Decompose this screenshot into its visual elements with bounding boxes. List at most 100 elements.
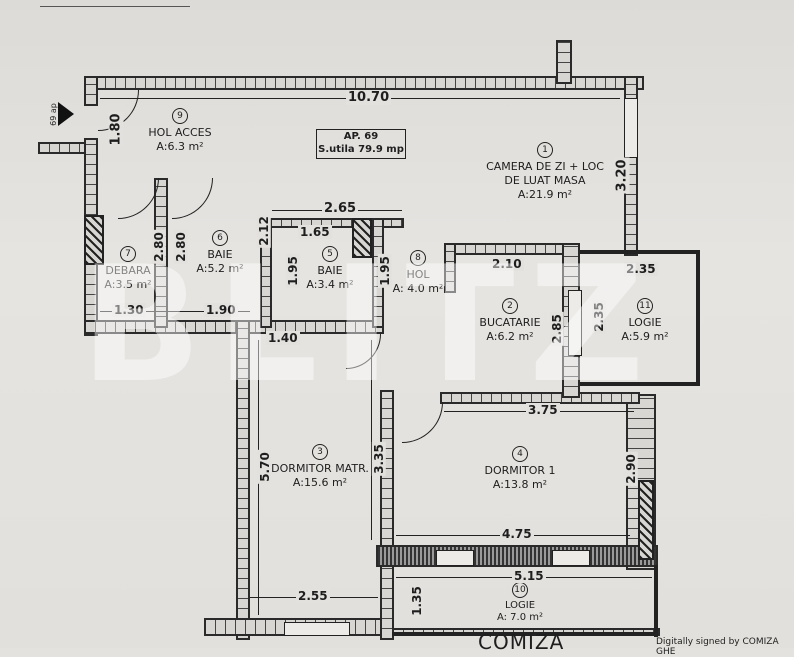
dim-dormitor1-bottom: 4.75: [500, 527, 534, 541]
door-baie5-swing: [346, 334, 381, 369]
apartment-info-box: AP. 69 S.utila 79.9 mp: [316, 129, 406, 159]
room-name-2: DE LUAT MASA: [504, 174, 586, 187]
dim-baie6-side: 2.12: [256, 214, 271, 248]
room-number: 1: [537, 142, 553, 158]
window-kitchen: [568, 290, 582, 356]
top-edge-line: [40, 0, 190, 7]
room-area: A:13.8 m²: [492, 478, 548, 491]
room-area: A:3.4 m²: [306, 278, 354, 291]
dim-logie10-width: 5.15: [512, 569, 546, 583]
room-baie-6: 6 BAIE A:5.2 m²: [190, 230, 250, 276]
logie10-bottom: [392, 632, 658, 636]
dim-living-height: 3.20: [614, 157, 630, 194]
room-kitchen: 2 BUCATARIE A:6.2 m²: [470, 298, 550, 344]
room-number: 2: [502, 298, 518, 314]
wall-dormitor-matr-left: [236, 320, 250, 640]
dim-dormitor-matr-height: 5.70: [257, 450, 272, 484]
dim-debara-height: 2.80: [151, 230, 166, 264]
room-name: CAMERA DE ZI + LOC: [486, 160, 604, 173]
room-hol: 8 HOL A: 4.0 m²: [390, 250, 446, 296]
dim-baie6-height: 2.80: [173, 230, 188, 264]
room-name: HOL: [406, 268, 430, 281]
room-logie-10: 10 LOGIE A: 7.0 m²: [490, 582, 550, 624]
logie11-bottom: [580, 382, 700, 386]
room-dormitor-matr: 3 DORMITOR MATR. A:15.6 m²: [265, 444, 375, 490]
dim-logie10-height: 1.35: [409, 584, 424, 618]
entrance-arrow-icon: [58, 102, 74, 126]
room-area: A:5.2 m²: [196, 262, 244, 275]
column-left: [84, 215, 104, 265]
room-name: BAIE: [317, 264, 343, 277]
room-name: DORMITOR MATR.: [271, 462, 369, 475]
dim-logie11-width: 2.35: [624, 262, 658, 276]
window-living: [624, 98, 638, 158]
digital-signature: Digitally signed by COMIZA GHE: [656, 637, 779, 657]
wall-kitchen-top: [444, 243, 574, 255]
room-living: 1 CAMERA DE ZI + LOC DE LUAT MASA A:21.9…: [470, 142, 620, 202]
room-number: 6: [212, 230, 228, 246]
room-name: BAIE: [207, 248, 233, 261]
door-baie6-swing: [172, 178, 213, 219]
window-dormitor1-right: [552, 550, 590, 566]
room-area: A:5.9 m²: [621, 330, 669, 343]
wall-left-upper: [84, 76, 98, 106]
room-area: A:21.9 m²: [517, 188, 573, 201]
apartment-title: AP. 69: [343, 131, 379, 142]
column-dormitor: [638, 480, 654, 560]
dim-dormitor-matr-bottom: 2.55: [296, 589, 330, 603]
room-name: BUCATARIE: [479, 316, 541, 329]
room-name: DEBARA: [105, 264, 151, 277]
wall-entrance-stub: [38, 142, 90, 154]
room-number: 10: [512, 582, 528, 598]
window-dormitor1-left: [436, 550, 474, 566]
room-number: 11: [637, 298, 653, 314]
door-debara-swing: [118, 178, 159, 219]
room-number: 7: [120, 246, 136, 262]
dim-line-hol-side: [371, 340, 372, 540]
logie11-top: [580, 250, 700, 254]
logie10-right: [654, 565, 658, 637]
dim-line-debara-bottom: [100, 311, 250, 312]
room-number: 9: [172, 108, 188, 124]
footer-title: COMIZA: [478, 630, 565, 654]
wall-top-right-pillar: [556, 40, 572, 84]
wall-mid-horizontal: [84, 320, 384, 334]
wall-kitchen-left: [444, 243, 456, 293]
entrance-label: 69 ap: [48, 103, 58, 126]
dim-debara-width: 1.30: [112, 303, 146, 317]
dim-dormitor1-top: 3.75: [526, 403, 560, 417]
dim-corridor-width: 1.40: [266, 331, 300, 345]
door-dormitor1-swing: [402, 402, 443, 443]
dim-dormitor1-height: 2.90: [623, 452, 638, 486]
room-dormitor1: 4 DORMITOR 1 A:13.8 m²: [470, 446, 570, 492]
room-number: 3: [312, 444, 328, 460]
room-area: A:6.2 m²: [486, 330, 534, 343]
dim-kitchen-width: 2.10: [490, 257, 524, 271]
dim-top-width: 10.70: [346, 90, 392, 105]
dim-hol-side: 3.35: [371, 442, 386, 476]
window-dormitor-matr: [284, 622, 350, 636]
dim-hol-height: 1.95: [377, 254, 392, 288]
room-name: LOGIE: [504, 600, 536, 611]
dim-baie6-width: 1.90: [204, 303, 238, 317]
column-bath: [352, 218, 372, 258]
room-number: 4: [512, 446, 528, 462]
dim-logie11-height: 2.35: [591, 300, 606, 334]
room-area: A:6.3 m²: [156, 140, 204, 153]
room-area: A: 4.0 m²: [392, 282, 444, 295]
apartment-usable-area: S.utila 79.9 mp: [318, 144, 404, 155]
wall-dormitor-bottom: [376, 545, 658, 567]
logie11-right: [696, 250, 700, 386]
dim-bath5-height: 1.95: [285, 254, 300, 288]
room-baie-5: 5 BAIE A:3.4 m²: [300, 246, 360, 292]
room-area: A:15.6 m²: [292, 476, 348, 489]
room-area: A:3.5 m²: [104, 278, 152, 291]
room-name: DORMITOR 1: [484, 464, 556, 477]
room-name: HOL ACCES: [148, 126, 212, 139]
dim-kitchen-height: 2.85: [549, 312, 564, 346]
room-logie-11: 11 LOGIE A:5.9 m²: [610, 298, 680, 344]
room-debara: 7 DEBARA A:3.5 m²: [100, 246, 156, 292]
wall-hol-side: [380, 390, 394, 640]
room-number: 5: [322, 246, 338, 262]
